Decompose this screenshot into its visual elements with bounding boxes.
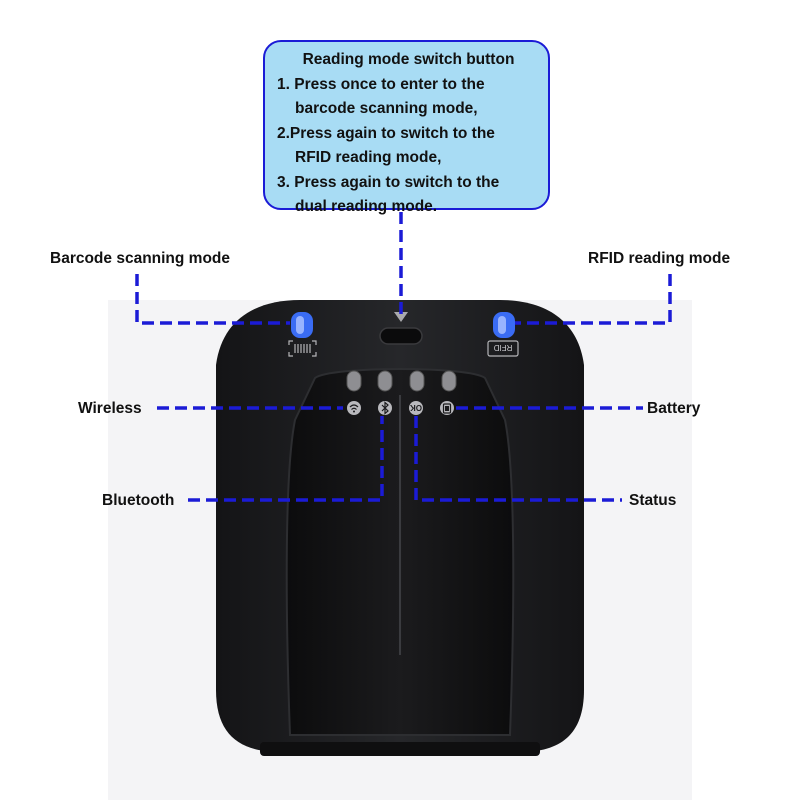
- callout-line-4: RFID reading mode,: [295, 149, 442, 166]
- callout-line-3: 2.Press again to switch to the: [277, 124, 495, 142]
- label-bluetooth: Bluetooth: [102, 492, 175, 509]
- leader-rfid: [515, 274, 672, 325]
- label-wireless: Wireless: [78, 400, 142, 417]
- callout-title: Reading mode switch button: [302, 51, 515, 68]
- rfid-tag-text: RFID: [493, 343, 512, 352]
- leader-bluetooth: [188, 416, 384, 502]
- label-barcode-mode: Barcode scanning mode: [50, 250, 231, 267]
- leader-barcode: [135, 274, 290, 325]
- arrow-down-icon: [394, 312, 408, 322]
- rfid-tag-box: [487, 340, 519, 357]
- callout-line-6: dual reading mode.: [295, 198, 438, 215]
- ok-icon: OK: [409, 401, 423, 415]
- label-battery: Battery: [647, 400, 701, 417]
- leader-status: [414, 416, 622, 502]
- led-bluetooth: [377, 370, 393, 392]
- bluetooth-icon: [378, 401, 392, 415]
- led-battery: [441, 370, 457, 392]
- led-status: [409, 370, 425, 392]
- wifi-icon: [347, 401, 361, 415]
- barcode-icon: [288, 340, 317, 357]
- leader-lines: [135, 212, 672, 502]
- ok-icon-text: OK: [410, 403, 422, 412]
- mode-switch-button[interactable]: [379, 327, 423, 345]
- bottom-ridge: [260, 742, 540, 756]
- label-status: Status: [629, 492, 677, 509]
- led-wireless: [346, 370, 362, 392]
- label-rfid-mode: RFID reading mode: [588, 250, 731, 267]
- callout-line-1: 1. Press once to enter to the: [277, 75, 485, 93]
- mode-switch-callout: Reading mode switch button 1. Press once…: [263, 40, 550, 215]
- battery-icon: [440, 401, 454, 415]
- callout-line-2: barcode scanning mode,: [295, 100, 478, 117]
- callout-line-5: 3. Press again to switch to the: [277, 173, 500, 191]
